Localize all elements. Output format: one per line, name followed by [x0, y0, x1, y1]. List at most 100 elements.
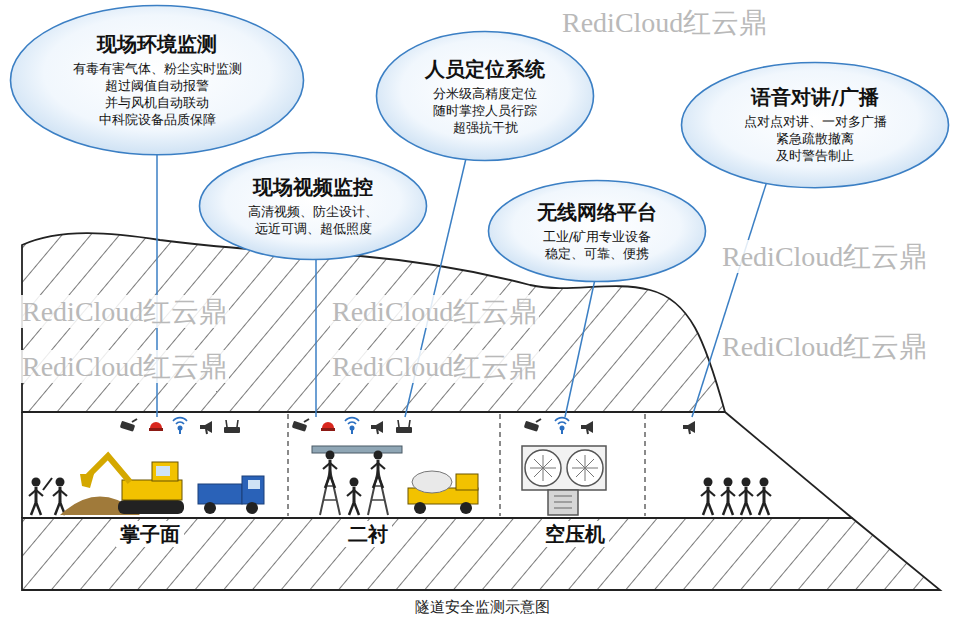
watermark: RediCloud红云鼎 — [560, 6, 769, 39]
callout-ellipse: 无线网络平台工业/矿用专业设备稳定、可靠、便携 — [487, 179, 707, 283]
section-divider — [288, 414, 645, 516]
device-icons — [292, 419, 309, 432]
lining-works — [323, 451, 337, 489]
leader-line — [315, 250, 317, 417]
compressor — [572, 455, 598, 481]
callout-content: 无线网络平台工业/矿用专业设备稳定、可靠、便携 — [537, 200, 657, 262]
device-icons — [120, 419, 137, 432]
callout-ellipse: 现场视频监控高清视频、防尘设计、远近可调、超低照度 — [198, 151, 428, 261]
callout-text: 中科院设备品质保障 — [73, 111, 242, 128]
device-icons — [345, 418, 359, 434]
face-works — [246, 502, 258, 514]
face-works — [198, 484, 242, 504]
compressor — [530, 455, 556, 481]
face-works — [242, 476, 264, 504]
section-label: 掌子面 — [116, 521, 184, 547]
compressor — [522, 446, 606, 515]
callout-content: 人员定位系统分米级高精度定位随时掌控人员行踪超强抗干扰 — [425, 57, 545, 136]
face-works — [80, 474, 94, 488]
callout-text: 分米级高精度定位 — [425, 85, 545, 102]
device-icons — [321, 422, 335, 431]
ground — [21, 412, 23, 518]
callout-title: 现场环境监测 — [73, 32, 242, 56]
callout-ellipse-shape — [200, 153, 427, 260]
compressor — [525, 450, 561, 486]
callout-ellipse-shape — [11, 5, 304, 154]
device-icons — [524, 419, 541, 432]
face-works — [122, 480, 182, 500]
lining-works — [371, 451, 385, 489]
callout-text: 并与风机自动联动 — [73, 94, 242, 111]
watermark: RediCloud红云鼎 — [20, 295, 229, 328]
callout-content: 现场视频监控高清视频、防尘设计、远近可调、超低照度 — [248, 175, 378, 237]
face-works — [204, 502, 216, 514]
callout-text: 紧急疏散撤离 — [744, 130, 887, 147]
callout-title: 无线网络平台 — [537, 200, 657, 224]
face-works — [118, 500, 184, 514]
section-label: 二衬 — [344, 521, 392, 547]
leader-line — [565, 270, 597, 417]
lining-works — [456, 474, 478, 490]
lining-works — [414, 502, 426, 514]
face-works — [29, 478, 43, 516]
watermark: RediCloud红云鼎 — [720, 330, 929, 363]
evacuating-people — [701, 478, 771, 516]
lining-works — [312, 446, 402, 453]
caption: 隧道安全监测示意图 — [415, 597, 550, 617]
ground — [22, 412, 940, 590]
compressor — [567, 450, 603, 486]
callout-ellipse-shape — [489, 180, 706, 281]
watermark: RediCloud红云鼎 — [330, 295, 539, 328]
callout-text: 高清视频、防尘设计、 — [248, 203, 378, 220]
callout-ellipse: 语音对讲/广播点对点对讲、一对多广播紧急疏散撤离及时警告制止 — [680, 61, 950, 189]
lining-works — [460, 502, 472, 514]
compressor — [554, 496, 572, 508]
face-works — [29, 456, 264, 515]
watermark: RediCloud红云鼎 — [720, 240, 929, 273]
lining-works — [412, 471, 452, 493]
callout-ellipse-shape — [377, 32, 594, 161]
callout-text: 有毒有害气体、粉尘实时监测 — [73, 60, 242, 77]
face-works — [53, 478, 67, 516]
callout-text: 工业/矿用专业设备 — [537, 228, 657, 245]
callout-text: 远近可调、超低照度 — [248, 220, 378, 237]
callout-content: 现场环境监测有毒有害气体、粉尘实时监测超过阈值自动报警并与风机自动联动中科院设备… — [73, 32, 242, 128]
face-works — [248, 480, 260, 489]
device-icons — [149, 422, 163, 431]
device-icons — [396, 420, 412, 433]
device-icons — [581, 421, 593, 434]
leader-line — [692, 178, 768, 417]
callout-text: 及时警告制止 — [744, 147, 887, 164]
evacuating-people — [701, 478, 715, 516]
compressor — [522, 446, 606, 490]
face-works — [152, 462, 178, 481]
compressor — [548, 490, 578, 515]
callout-ellipse: 现场环境监测有毒有害气体、粉尘实时监测超过阈值自动报警并与风机自动联动中科院设备… — [9, 4, 305, 156]
callout-ellipse: 人员定位系统分米级高精度定位随时掌控人员行踪超强抗干扰 — [375, 30, 595, 162]
device-icons — [683, 421, 695, 434]
section-divider — [499, 414, 501, 516]
ground — [22, 518, 940, 590]
section-divider — [287, 414, 289, 516]
evacuating-people — [739, 478, 753, 516]
lining-works — [371, 499, 385, 501]
callout-text: 超过阈值自动报警 — [73, 77, 242, 94]
callout-text: 稳定、可靠、便携 — [537, 245, 657, 262]
ground — [725, 412, 852, 518]
callout-text: 点对点对讲、一对多广播 — [744, 113, 887, 130]
callout-title: 人员定位系统 — [425, 57, 545, 81]
face-works — [43, 478, 52, 490]
lining-works — [323, 499, 337, 501]
device-icons — [120, 418, 695, 434]
callout-text: 随时掌控人员行踪 — [425, 102, 545, 119]
callout-text: 超强抗干扰 — [425, 119, 545, 136]
evacuating-people — [721, 478, 735, 516]
evacuating-people — [757, 478, 771, 516]
callout-content: 语音对讲/广播点对点对讲、一对多广播紧急疏散撤离及时警告制止 — [744, 85, 887, 164]
watermark: RediCloud红云鼎 — [20, 350, 229, 383]
device-icons — [555, 418, 569, 434]
leader-line — [157, 140, 768, 417]
callout-ellipse-shape — [682, 62, 949, 187]
lining-works — [347, 478, 361, 516]
lining-works — [312, 446, 478, 515]
